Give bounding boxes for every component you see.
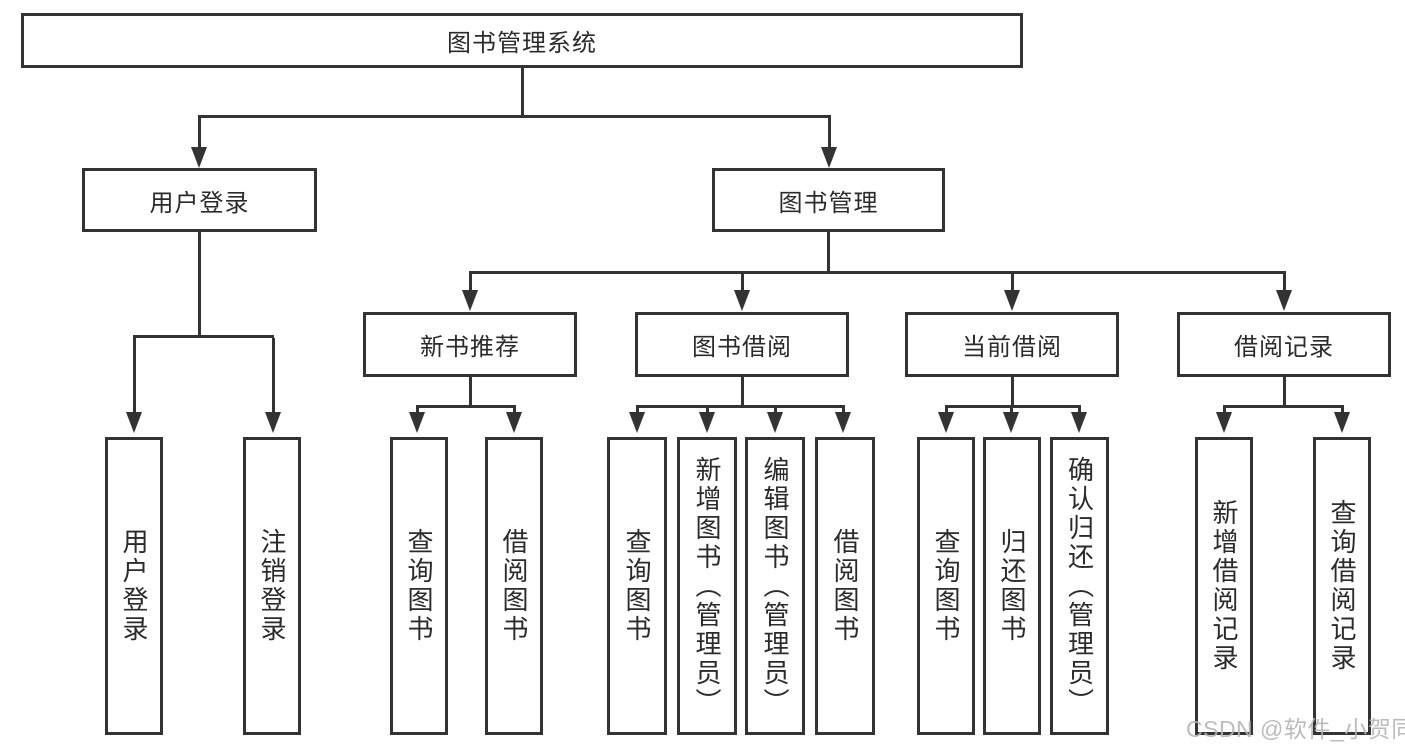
- connector-stem-leaf: [842, 408, 845, 414]
- connector-records-branch: [1223, 405, 1344, 408]
- node-leaf-query-borrow-record: 查询借阅记录: [1313, 437, 1371, 735]
- connector-stem-leaf: [774, 408, 777, 414]
- arrow-down-icon: [265, 412, 281, 433]
- arrow-down-icon: [821, 147, 837, 168]
- arrow-down-icon: [1004, 290, 1020, 311]
- node-new-book-recommend: 新书推荐: [363, 312, 577, 377]
- node-leaf-confirm-return-admin: 确认归还（管理员）: [1050, 437, 1109, 735]
- leaf-label: 查询图书: [622, 528, 652, 644]
- connector-stem-leaf: [1223, 408, 1226, 414]
- node-book-management: 图书管理: [712, 168, 945, 232]
- arrow-down-icon: [835, 412, 851, 433]
- leaf-label: 新增图书（管理员）: [692, 455, 722, 717]
- connector-stem-leaf: [513, 408, 516, 414]
- node-book-borrowing: 图书借阅: [635, 312, 849, 377]
- arrow-down-icon: [191, 147, 207, 168]
- node-leaf-user-login: 用户登录: [105, 437, 163, 735]
- leaf-label: 用户登录: [119, 528, 149, 644]
- node-leaf-borrow-books-1: 借阅图书: [485, 437, 543, 735]
- node-leaf-return-books: 归还图书: [983, 437, 1041, 735]
- connector-stem-leaf: [1341, 408, 1344, 414]
- leaf-label: 借阅图书: [830, 528, 860, 644]
- connector-stem-leaf: [416, 408, 419, 414]
- arrow-down-icon: [938, 412, 954, 433]
- connector-current-stem: [1011, 377, 1014, 407]
- leaf-label: 查询图书: [931, 528, 961, 644]
- connector-stem-leaf: [133, 338, 136, 412]
- connector-borrow-branch: [636, 405, 845, 408]
- leaf-label: 查询图书: [404, 528, 434, 644]
- connector-stem-user-login: [198, 118, 201, 147]
- arrow-down-icon: [409, 412, 425, 433]
- leaf-label: 新增借阅记录: [1209, 499, 1239, 673]
- arrow-down-icon: [767, 412, 783, 433]
- arrow-down-icon: [462, 290, 478, 311]
- connector-stem-leaf: [706, 408, 709, 414]
- connector-stem-leaf: [636, 408, 639, 414]
- node-user-login: 用户登录: [82, 168, 317, 232]
- arrow-down-icon: [734, 290, 750, 311]
- node-leaf-edit-books-admin: 编辑图书（管理员）: [745, 437, 805, 735]
- connector-stem-borrow: [741, 274, 744, 290]
- arrow-down-icon: [1334, 412, 1350, 433]
- connector-current-branch: [945, 405, 1081, 408]
- leaf-label: 确认归还（管理员）: [1064, 455, 1095, 717]
- arrow-down-icon: [1216, 412, 1232, 433]
- node-current-borrowing: 当前借阅: [905, 312, 1119, 377]
- connector-stem-records: [1283, 274, 1286, 290]
- node-leaf-add-borrow-record: 新增借阅记录: [1195, 437, 1253, 735]
- leaf-label: 编辑图书（管理员）: [760, 455, 790, 717]
- node-leaf-add-books-admin: 新增图书（管理员）: [677, 437, 737, 735]
- node-leaf-query-books-1: 查询图书: [390, 437, 448, 735]
- connector-root-branch: [198, 115, 831, 118]
- connector-book-mgmt-branch: [469, 271, 1286, 274]
- arrow-down-icon: [506, 412, 522, 433]
- arrow-down-icon: [1003, 412, 1019, 433]
- connector-newbook-branch: [416, 405, 516, 408]
- leaf-label: 查询借阅记录: [1327, 499, 1357, 673]
- arrow-down-icon: [126, 412, 142, 433]
- leaf-label: 注销登录: [257, 528, 287, 644]
- arrow-down-icon: [1276, 290, 1292, 311]
- node-leaf-query-books-2: 查询图书: [607, 437, 667, 735]
- node-library-system: 图书管理系统: [21, 13, 1023, 68]
- connector-borrow-stem: [741, 377, 744, 407]
- node-leaf-borrow-books-2: 借阅图书: [815, 437, 875, 735]
- node-leaf-query-books-3: 查询图书: [917, 437, 975, 735]
- csdn-watermark: CSDN @软件_小贺同学: [1186, 716, 1405, 742]
- leaf-label: 归还图书: [997, 528, 1027, 644]
- arrow-down-icon: [1071, 412, 1087, 433]
- arrow-down-icon: [699, 412, 715, 433]
- connector-stem-leaf: [945, 408, 948, 414]
- arrow-down-icon: [629, 412, 645, 433]
- connector-stem-newbook: [469, 274, 472, 290]
- connector-user-login-stem: [198, 232, 201, 338]
- node-leaf-logout: 注销登录: [243, 437, 301, 735]
- connector-stem-leaf: [1010, 408, 1013, 414]
- connector-stem-current: [1011, 274, 1014, 290]
- connector-newbook-stem: [469, 377, 472, 407]
- connector-root-stem: [521, 68, 524, 118]
- leaf-label: 借阅图书: [499, 528, 529, 644]
- connector-stem-leaf: [272, 338, 275, 412]
- connector-book-mgmt-stem: [827, 232, 830, 273]
- connector-stem-leaf: [1078, 408, 1081, 414]
- connector-user-login-branch: [133, 335, 274, 338]
- node-borrowing-records: 借阅记录: [1177, 312, 1391, 377]
- connector-stem-book-mgmt: [828, 118, 831, 147]
- connector-records-stem: [1283, 377, 1286, 407]
